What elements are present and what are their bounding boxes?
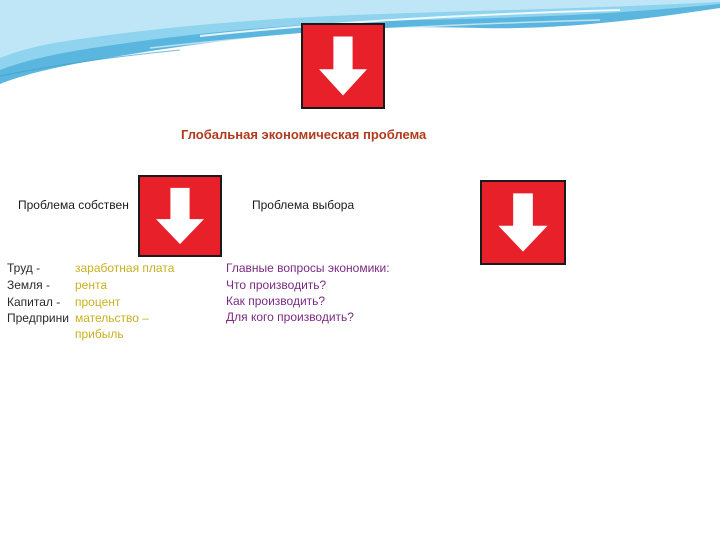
down-arrow-icon-right: [480, 180, 566, 265]
factor-label-labor: Труд -: [7, 261, 41, 275]
factor-income-entrepreneurship: мательство –: [75, 311, 149, 325]
question-how: Как производить?: [226, 294, 326, 308]
down-arrow-icon-left: [138, 175, 222, 257]
factor-label-land: Земля -: [7, 278, 51, 292]
question-for-whom: Для кого производить?: [226, 310, 354, 324]
factor-income-wage: заработная плата: [75, 261, 175, 275]
down-arrow-icon-top: [301, 23, 385, 109]
factor-label-capital: Капитал -: [7, 295, 61, 309]
question-what: Что производить?: [226, 278, 327, 292]
slide-title: Глобальная экономическая проблема: [181, 127, 427, 142]
ownership-problem-label: Проблема собствен: [18, 198, 129, 212]
factor-income-profit: прибыль: [75, 327, 124, 341]
factor-income-interest: процент: [75, 295, 121, 309]
factor-label-entrepreneurship: Предприни: [7, 311, 69, 325]
choice-problem-label: Проблема выбора: [252, 198, 355, 212]
factor-income-rent: рента: [75, 278, 108, 292]
header-wave-decoration: [0, 0, 720, 84]
questions-heading: Главные вопросы экономики:: [226, 261, 390, 275]
